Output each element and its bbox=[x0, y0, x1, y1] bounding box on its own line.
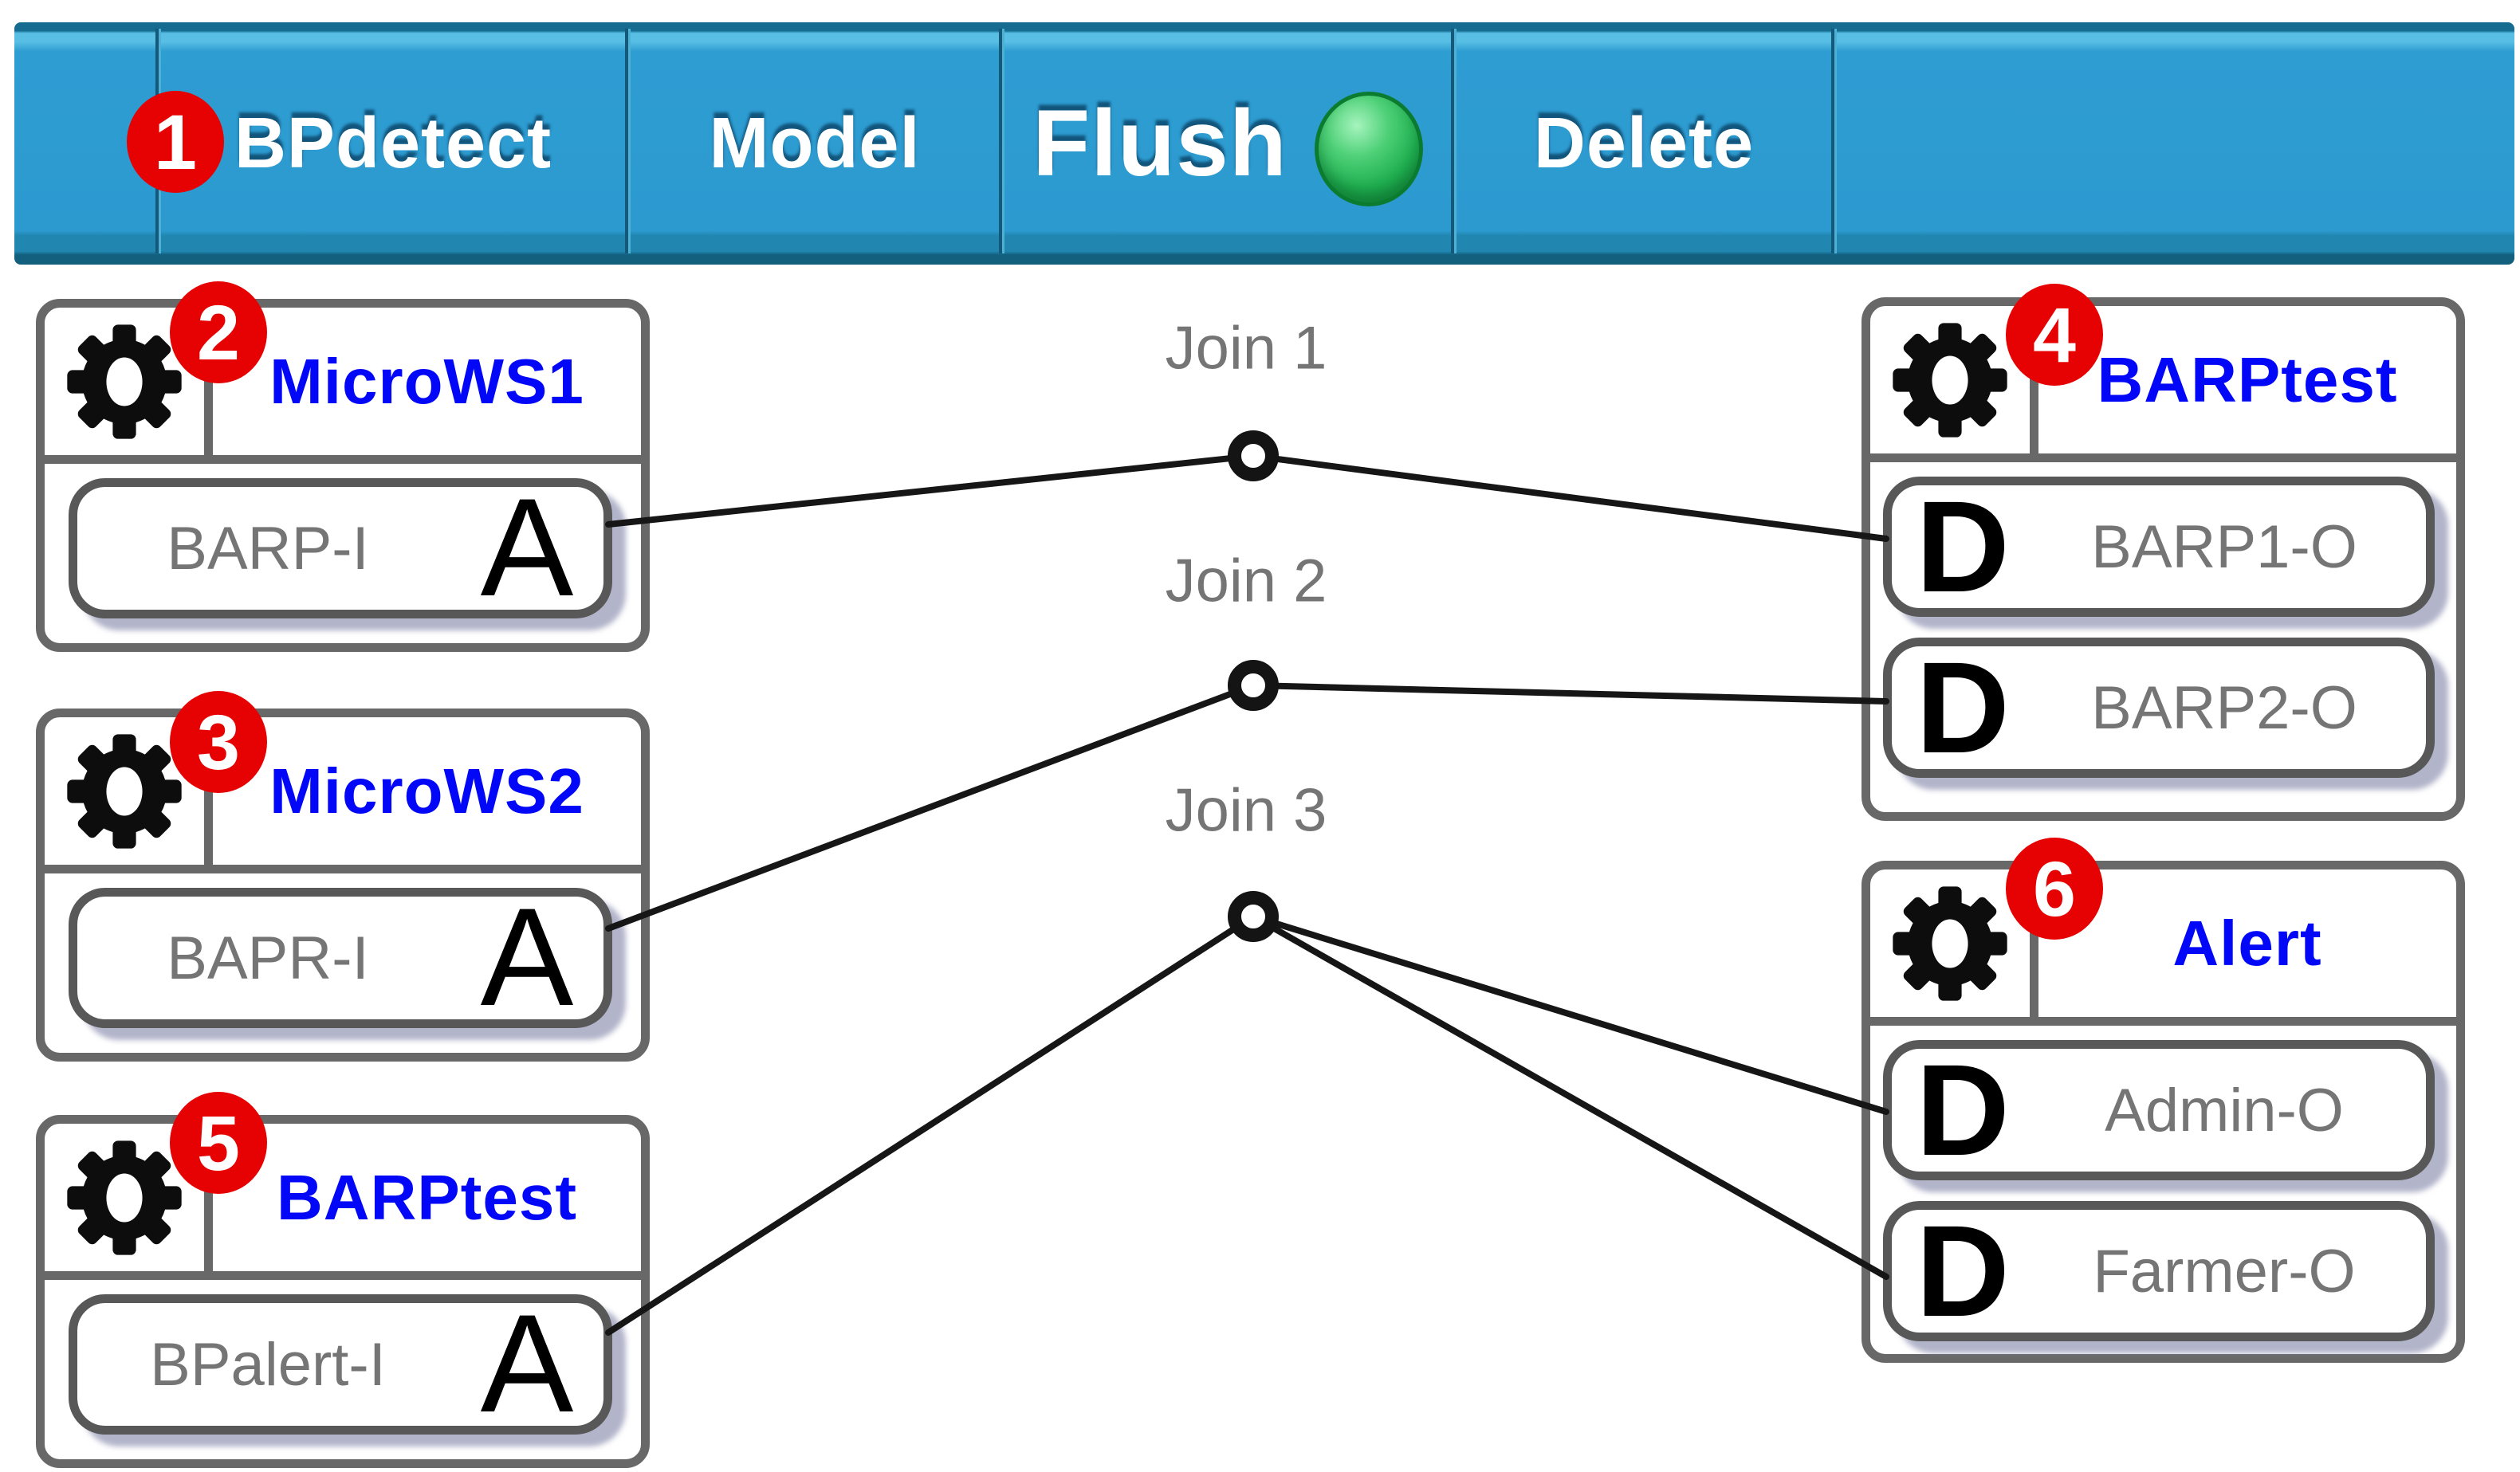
port-farmer-o[interactable]: D Farmer-O bbox=[1883, 1201, 2435, 1341]
node-microws1[interactable]: MicroWS1 BARP-I A 2 bbox=[36, 281, 650, 652]
annotation-badge-6: 6 bbox=[2006, 838, 2103, 940]
port-label: BARP1-O bbox=[2091, 512, 2357, 581]
tab-model[interactable]: Model bbox=[631, 22, 999, 265]
toolbar: BPdetect Model Flush Delete bbox=[14, 22, 2514, 265]
join1-label: Join 1 bbox=[1165, 314, 1327, 383]
node-title: MicroWS2 bbox=[269, 755, 584, 826]
port-type-a: A bbox=[480, 880, 574, 1036]
port-barp-i[interactable]: BARP-I A bbox=[69, 478, 612, 618]
tab-model-label: Model bbox=[709, 103, 921, 183]
port-label: BARP-I bbox=[167, 514, 369, 583]
port-type-d: D bbox=[1916, 634, 2010, 780]
node-settings-button[interactable] bbox=[45, 308, 213, 455]
node-microws2[interactable]: MicroWS2 BAPR-I A 3 bbox=[36, 691, 650, 1062]
port-barp2-o[interactable]: D BARP2-O bbox=[1883, 638, 2435, 778]
port-barp1-o[interactable]: D BARP1-O bbox=[1883, 477, 2435, 617]
annotation-badge-1: 1 bbox=[127, 91, 224, 193]
flush-status-indicator bbox=[1314, 92, 1423, 206]
node-header: MicroWS1 bbox=[45, 308, 641, 464]
gear-icon bbox=[67, 733, 182, 849]
port-label: BAPR-I bbox=[167, 924, 369, 992]
tab-delete-label: Delete bbox=[1533, 103, 1755, 183]
wire-join3-to-farmer-o bbox=[1250, 913, 1889, 1280]
wire-bpalert-i-to-join3 bbox=[605, 913, 1256, 1336]
tab-flush-label: Flush bbox=[1032, 91, 1288, 196]
toolbar-divider bbox=[625, 29, 631, 253]
node-title: Alert bbox=[2172, 907, 2322, 979]
gear-icon bbox=[1893, 885, 2007, 1001]
node-title: BARPtest bbox=[2097, 343, 2398, 415]
port-type-d: D bbox=[1916, 1197, 2010, 1344]
node-barptest-left[interactable]: BARPtest BPalert-I A 5 bbox=[36, 1092, 650, 1468]
port-type-d: D bbox=[1916, 473, 2010, 619]
join3-label: Join 3 bbox=[1165, 776, 1327, 845]
node-header: MicroWS2 bbox=[45, 717, 641, 873]
annotation-badge-4: 4 bbox=[2006, 284, 2103, 386]
wire-join1-to-barp1-o bbox=[1250, 453, 1889, 542]
node-header: Alert bbox=[1870, 869, 2456, 1026]
node-alert[interactable]: Alert D Admin-O D Farmer-O 6 bbox=[1861, 838, 2465, 1363]
node-barptest-right[interactable]: BARPtest D BARP1-O D BARP2-O 4 bbox=[1861, 284, 2465, 821]
port-label: Farmer-O bbox=[2093, 1237, 2356, 1305]
tab-bpdetect-label: BPdetect bbox=[234, 103, 552, 183]
join2-connector-dot[interactable] bbox=[1228, 660, 1279, 711]
toolbar-divider bbox=[1451, 29, 1457, 253]
wire-barp-i-to-join1 bbox=[605, 453, 1256, 528]
toolbar-divider bbox=[999, 29, 1004, 253]
port-label: BARP2-O bbox=[2091, 673, 2357, 742]
annotation-badge-5: 5 bbox=[170, 1092, 267, 1194]
node-settings-button[interactable] bbox=[1870, 869, 2038, 1017]
port-type-d: D bbox=[1916, 1036, 2010, 1183]
join3-connector-dot[interactable] bbox=[1228, 891, 1279, 942]
wire-join2-to-barp2-o bbox=[1250, 682, 1889, 705]
annotation-badge-3: 3 bbox=[170, 691, 267, 793]
port-bpalert-i[interactable]: BPalert-I A bbox=[69, 1294, 612, 1435]
tab-bpdetect[interactable]: BPdetect bbox=[161, 22, 625, 265]
port-label: BPalert-I bbox=[150, 1330, 386, 1399]
gear-icon bbox=[1893, 322, 2007, 438]
port-bapr-i[interactable]: BAPR-I A bbox=[69, 888, 612, 1028]
wire-bapr-i-to-join2 bbox=[605, 682, 1256, 932]
tab-delete[interactable]: Delete bbox=[1457, 22, 1831, 265]
toolbar-divider bbox=[1831, 29, 1837, 253]
gear-icon bbox=[67, 1140, 182, 1255]
annotation-badge-2: 2 bbox=[170, 281, 267, 383]
tab-flush[interactable]: Flush bbox=[1004, 22, 1451, 265]
join2-label: Join 2 bbox=[1165, 547, 1327, 615]
node-header: BARPtest bbox=[45, 1124, 641, 1280]
node-settings-button[interactable] bbox=[45, 1124, 213, 1271]
node-settings-button[interactable] bbox=[1870, 306, 2038, 453]
port-label: Admin-O bbox=[2105, 1076, 2344, 1144]
node-title: MicroWS1 bbox=[269, 345, 584, 417]
gear-icon bbox=[67, 324, 182, 439]
port-type-a: A bbox=[480, 470, 574, 626]
wire-join3-to-admin-o bbox=[1250, 913, 1889, 1115]
node-title: BARPtest bbox=[277, 1161, 577, 1233]
join1-connector-dot[interactable] bbox=[1228, 430, 1279, 481]
port-type-a: A bbox=[480, 1286, 574, 1443]
port-admin-o[interactable]: D Admin-O bbox=[1883, 1040, 2435, 1180]
node-header: BARPtest bbox=[1870, 306, 2456, 462]
